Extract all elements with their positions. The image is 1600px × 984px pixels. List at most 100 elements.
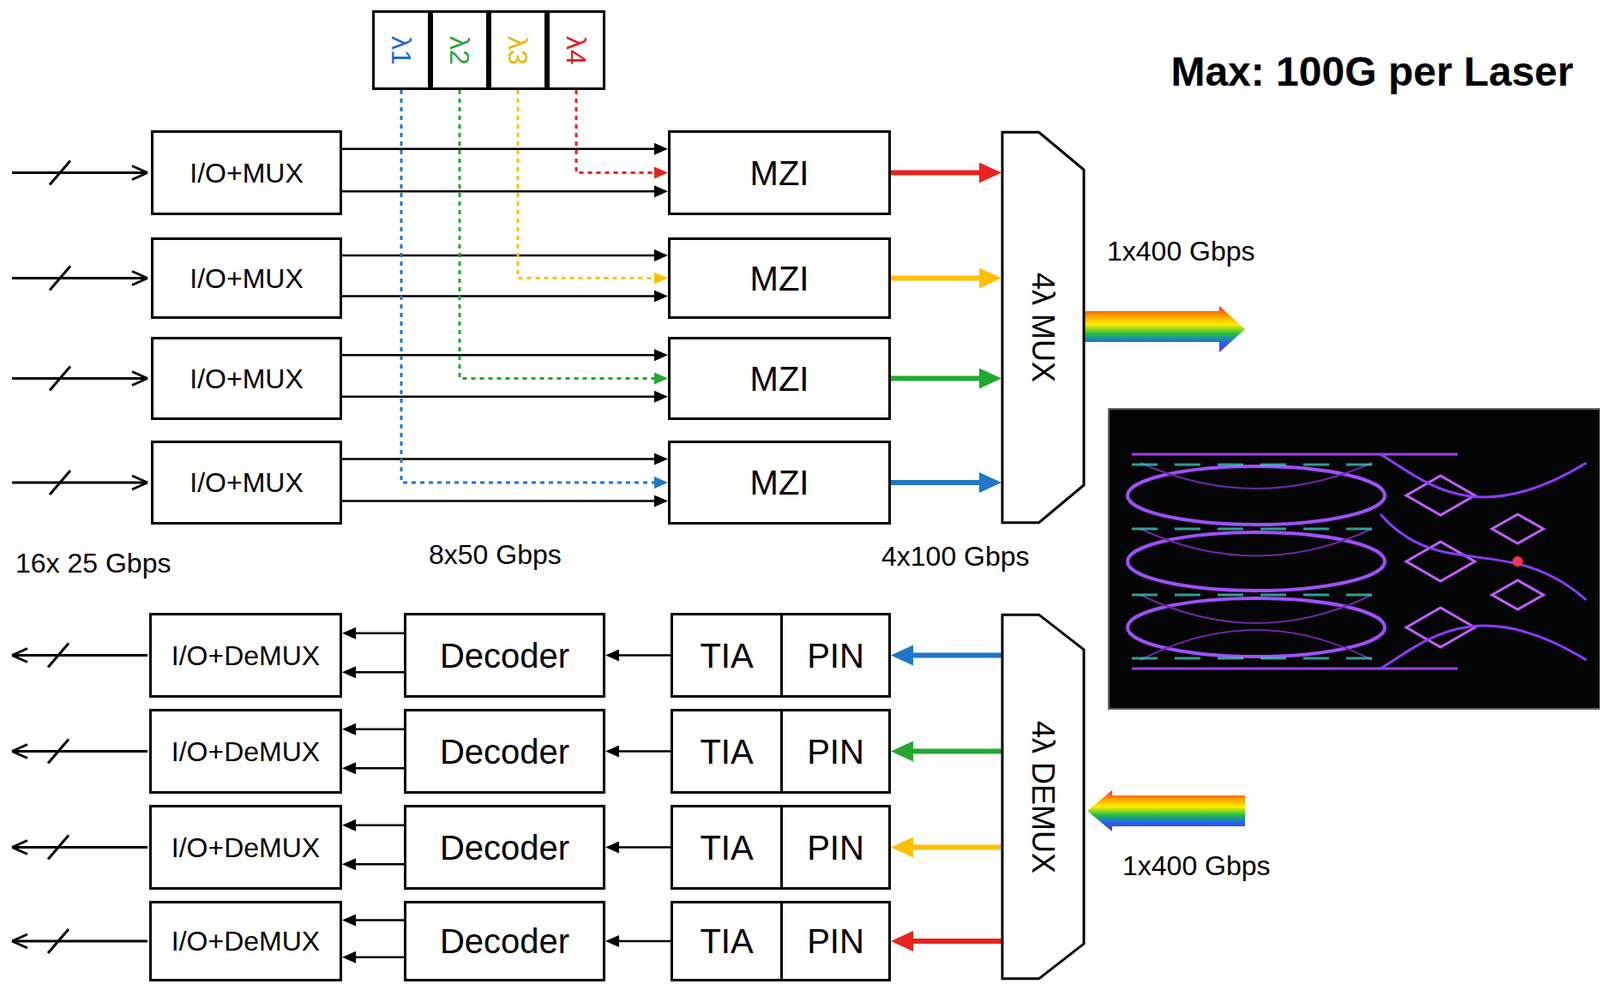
bus-line (12, 654, 148, 657)
rainbow-arrow-in (1087, 790, 1246, 832)
bus-line (12, 846, 148, 849)
box-label: I/O+MUX (189, 159, 303, 187)
process-box: TIA (670, 709, 783, 794)
signal-arrow (619, 846, 671, 849)
laser-feed (459, 90, 655, 379)
rate-label: 1x400 Gbps (1106, 236, 1256, 267)
box-label: MZI (750, 156, 810, 191)
signal-arrow (355, 919, 404, 922)
heading-note: Max: 100G per Laser (1170, 49, 1574, 96)
signal-arrow (619, 940, 671, 944)
signal-arrow (913, 845, 1002, 851)
box-label: Decoder (439, 638, 570, 674)
process-box: I/O+DeMUX (149, 613, 343, 698)
arrow-head (12, 934, 28, 949)
arrow-head (12, 841, 28, 855)
bus-line (12, 481, 148, 485)
process-box: MZI (667, 336, 891, 421)
process-box: TIA (670, 805, 783, 891)
box-label: TIA (699, 924, 753, 959)
box-label: I/O+DeMUX (171, 927, 320, 956)
laser-cell: λ1 (372, 10, 431, 91)
process-box: PIN (780, 613, 891, 698)
bus-line (12, 940, 148, 944)
laser-cell: λ3 (488, 10, 548, 91)
rate-label: 8x50 Gbps (428, 540, 562, 571)
signal-arrow (342, 254, 655, 258)
box-label: 4λ MUX (1028, 272, 1059, 383)
signal-arrow (890, 376, 980, 382)
process-box: Decoder (403, 709, 606, 794)
box-label: PIN (806, 734, 865, 770)
box-label: PIN (806, 830, 865, 866)
box-label: I/O+DeMUX (171, 642, 320, 670)
signal-arrow (342, 499, 655, 503)
process-box: Decoder (403, 613, 606, 698)
process-box: MZI (667, 440, 891, 525)
process-box: I/O+DeMUX (149, 709, 343, 794)
box-label: Decoder (439, 830, 570, 866)
box-label: Decoder (439, 734, 570, 770)
box-label: TIA (699, 734, 753, 770)
signal-arrow (913, 653, 1002, 659)
rate-label: 4x100 Gbps (881, 541, 1030, 572)
process-box: Decoder (403, 901, 606, 982)
arrow-head (132, 475, 148, 490)
arrow-head (132, 166, 148, 181)
signal-arrow (355, 956, 404, 960)
box-label: PIN (806, 924, 865, 959)
box-label: MZI (750, 261, 810, 296)
signal-arrow (355, 824, 404, 828)
process-box: I/O+MUX (150, 130, 343, 216)
bus-line (48, 739, 69, 764)
wavelength-label: λ2 (445, 36, 474, 66)
box-label: MZI (750, 465, 810, 500)
signal-arrow (619, 750, 671, 753)
laser-feed (576, 90, 655, 174)
process-box: PIN (780, 709, 891, 794)
arrow-head (132, 271, 148, 286)
process-box: TIA (670, 901, 783, 982)
process-box: I/O+MUX (150, 237, 343, 319)
box-label: Decoder (439, 924, 570, 959)
laser-cell: λ2 (430, 10, 489, 91)
bus-line (49, 266, 71, 291)
signal-arrow (619, 654, 671, 657)
process-box: I/O+DeMUX (149, 901, 343, 982)
signal-arrow (342, 148, 655, 151)
laser-feed (401, 90, 655, 483)
process-box: I/O+MUX (150, 336, 343, 421)
process-box: PIN (780, 805, 891, 891)
signal-arrow (890, 170, 980, 176)
box-label: TIA (699, 638, 753, 674)
wavelength-label: λ4 (562, 36, 590, 66)
bus-line (49, 161, 71, 186)
signal-arrow (342, 354, 655, 357)
process-box: PIN (780, 901, 891, 982)
signal-arrow (355, 671, 404, 674)
bus-line (49, 366, 71, 391)
bus-line (12, 276, 148, 280)
process-box: TIA (670, 613, 783, 698)
rate-label: 1x400 Gbps (1122, 851, 1271, 882)
bus-line (12, 377, 148, 380)
bus-line (49, 470, 71, 495)
bus-line (12, 171, 148, 175)
signal-arrow (342, 396, 655, 399)
box-label: PIN (806, 638, 865, 674)
box-label: I/O+DeMUX (171, 738, 320, 766)
box-label: TIA (699, 830, 753, 866)
signal-arrow (355, 863, 404, 867)
process-box: MZI (667, 130, 891, 216)
arrow-head (132, 372, 148, 386)
eye-diagram (1108, 409, 1600, 710)
box-label: I/O+MUX (189, 365, 303, 393)
bus-line (48, 929, 69, 954)
signal-arrow (342, 457, 655, 461)
signal-arrow (913, 938, 1002, 945)
arrow-head (12, 649, 28, 663)
signal-arrow (913, 749, 1002, 755)
box-label: I/O+MUX (189, 469, 303, 497)
process-box: Decoder (403, 805, 606, 891)
